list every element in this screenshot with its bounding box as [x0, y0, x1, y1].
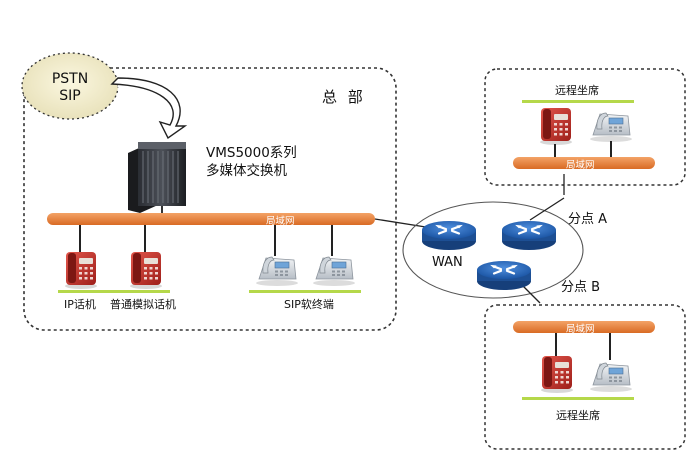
branch-a-phone-icon: [540, 108, 572, 145]
branch-b-label: 分点 B: [561, 280, 601, 295]
branch-b-region: [484, 304, 686, 450]
wan-label: WAN: [432, 255, 463, 270]
branch-b-lan-bar: [513, 321, 655, 333]
analog-phone-icon: [130, 252, 162, 289]
branch-b-lan-label: 局域网: [566, 324, 595, 335]
hq-title: 总 部: [322, 88, 366, 106]
inbound-arrow-icon: [110, 77, 188, 140]
router-icon-1: [420, 219, 478, 252]
hq-region: [23, 67, 397, 331]
hq-lan-label: 局域网: [266, 216, 295, 227]
branch-a-label: 分点 A: [568, 212, 608, 227]
branch-a-lan-bar: [513, 157, 655, 169]
sip-terminal-icon: [255, 256, 299, 287]
hq-lan-bar: [47, 213, 375, 225]
branch-b-seat-label: 远程坐席: [556, 409, 600, 422]
switch-model: VMS5000系列: [206, 145, 297, 161]
switch-desc: 多媒体交换机: [206, 163, 287, 179]
sip-terminal-icon-2: [312, 256, 356, 287]
router-icon-3: [475, 259, 533, 292]
sip-terminal-label: SIP软终端: [284, 298, 334, 311]
branch-a-seat-bar: [522, 100, 634, 103]
hq-phone-bar: [58, 290, 170, 293]
router-icon-2: [500, 219, 558, 252]
branch-b-ip-phone-icon: [589, 362, 633, 393]
branch-a-lan-label: 局域网: [566, 160, 595, 171]
ip-phone-icon: [65, 252, 97, 289]
ip-phone-label: IP话机: [64, 298, 96, 311]
branch-b-seat-bar: [522, 397, 634, 400]
branch-b-phone-icon: [541, 356, 573, 393]
analog-phone-label: 普通模拟话机: [110, 298, 176, 311]
hq-sip-bar: [249, 290, 361, 293]
switch-label: VMS5000系列 多媒体交换机: [206, 144, 297, 180]
branch-a-seat-label: 远程坐席: [555, 84, 599, 97]
pstn-label: PSTN SIP: [40, 71, 100, 105]
wan-cloud: [402, 201, 584, 299]
sip-text: SIP: [59, 88, 81, 104]
vms5000-switch-icon: [128, 142, 186, 213]
pstn-text: PSTN: [51, 71, 89, 87]
branch-a-region: [484, 68, 686, 186]
branch-a-ip-phone-icon: [589, 112, 633, 143]
